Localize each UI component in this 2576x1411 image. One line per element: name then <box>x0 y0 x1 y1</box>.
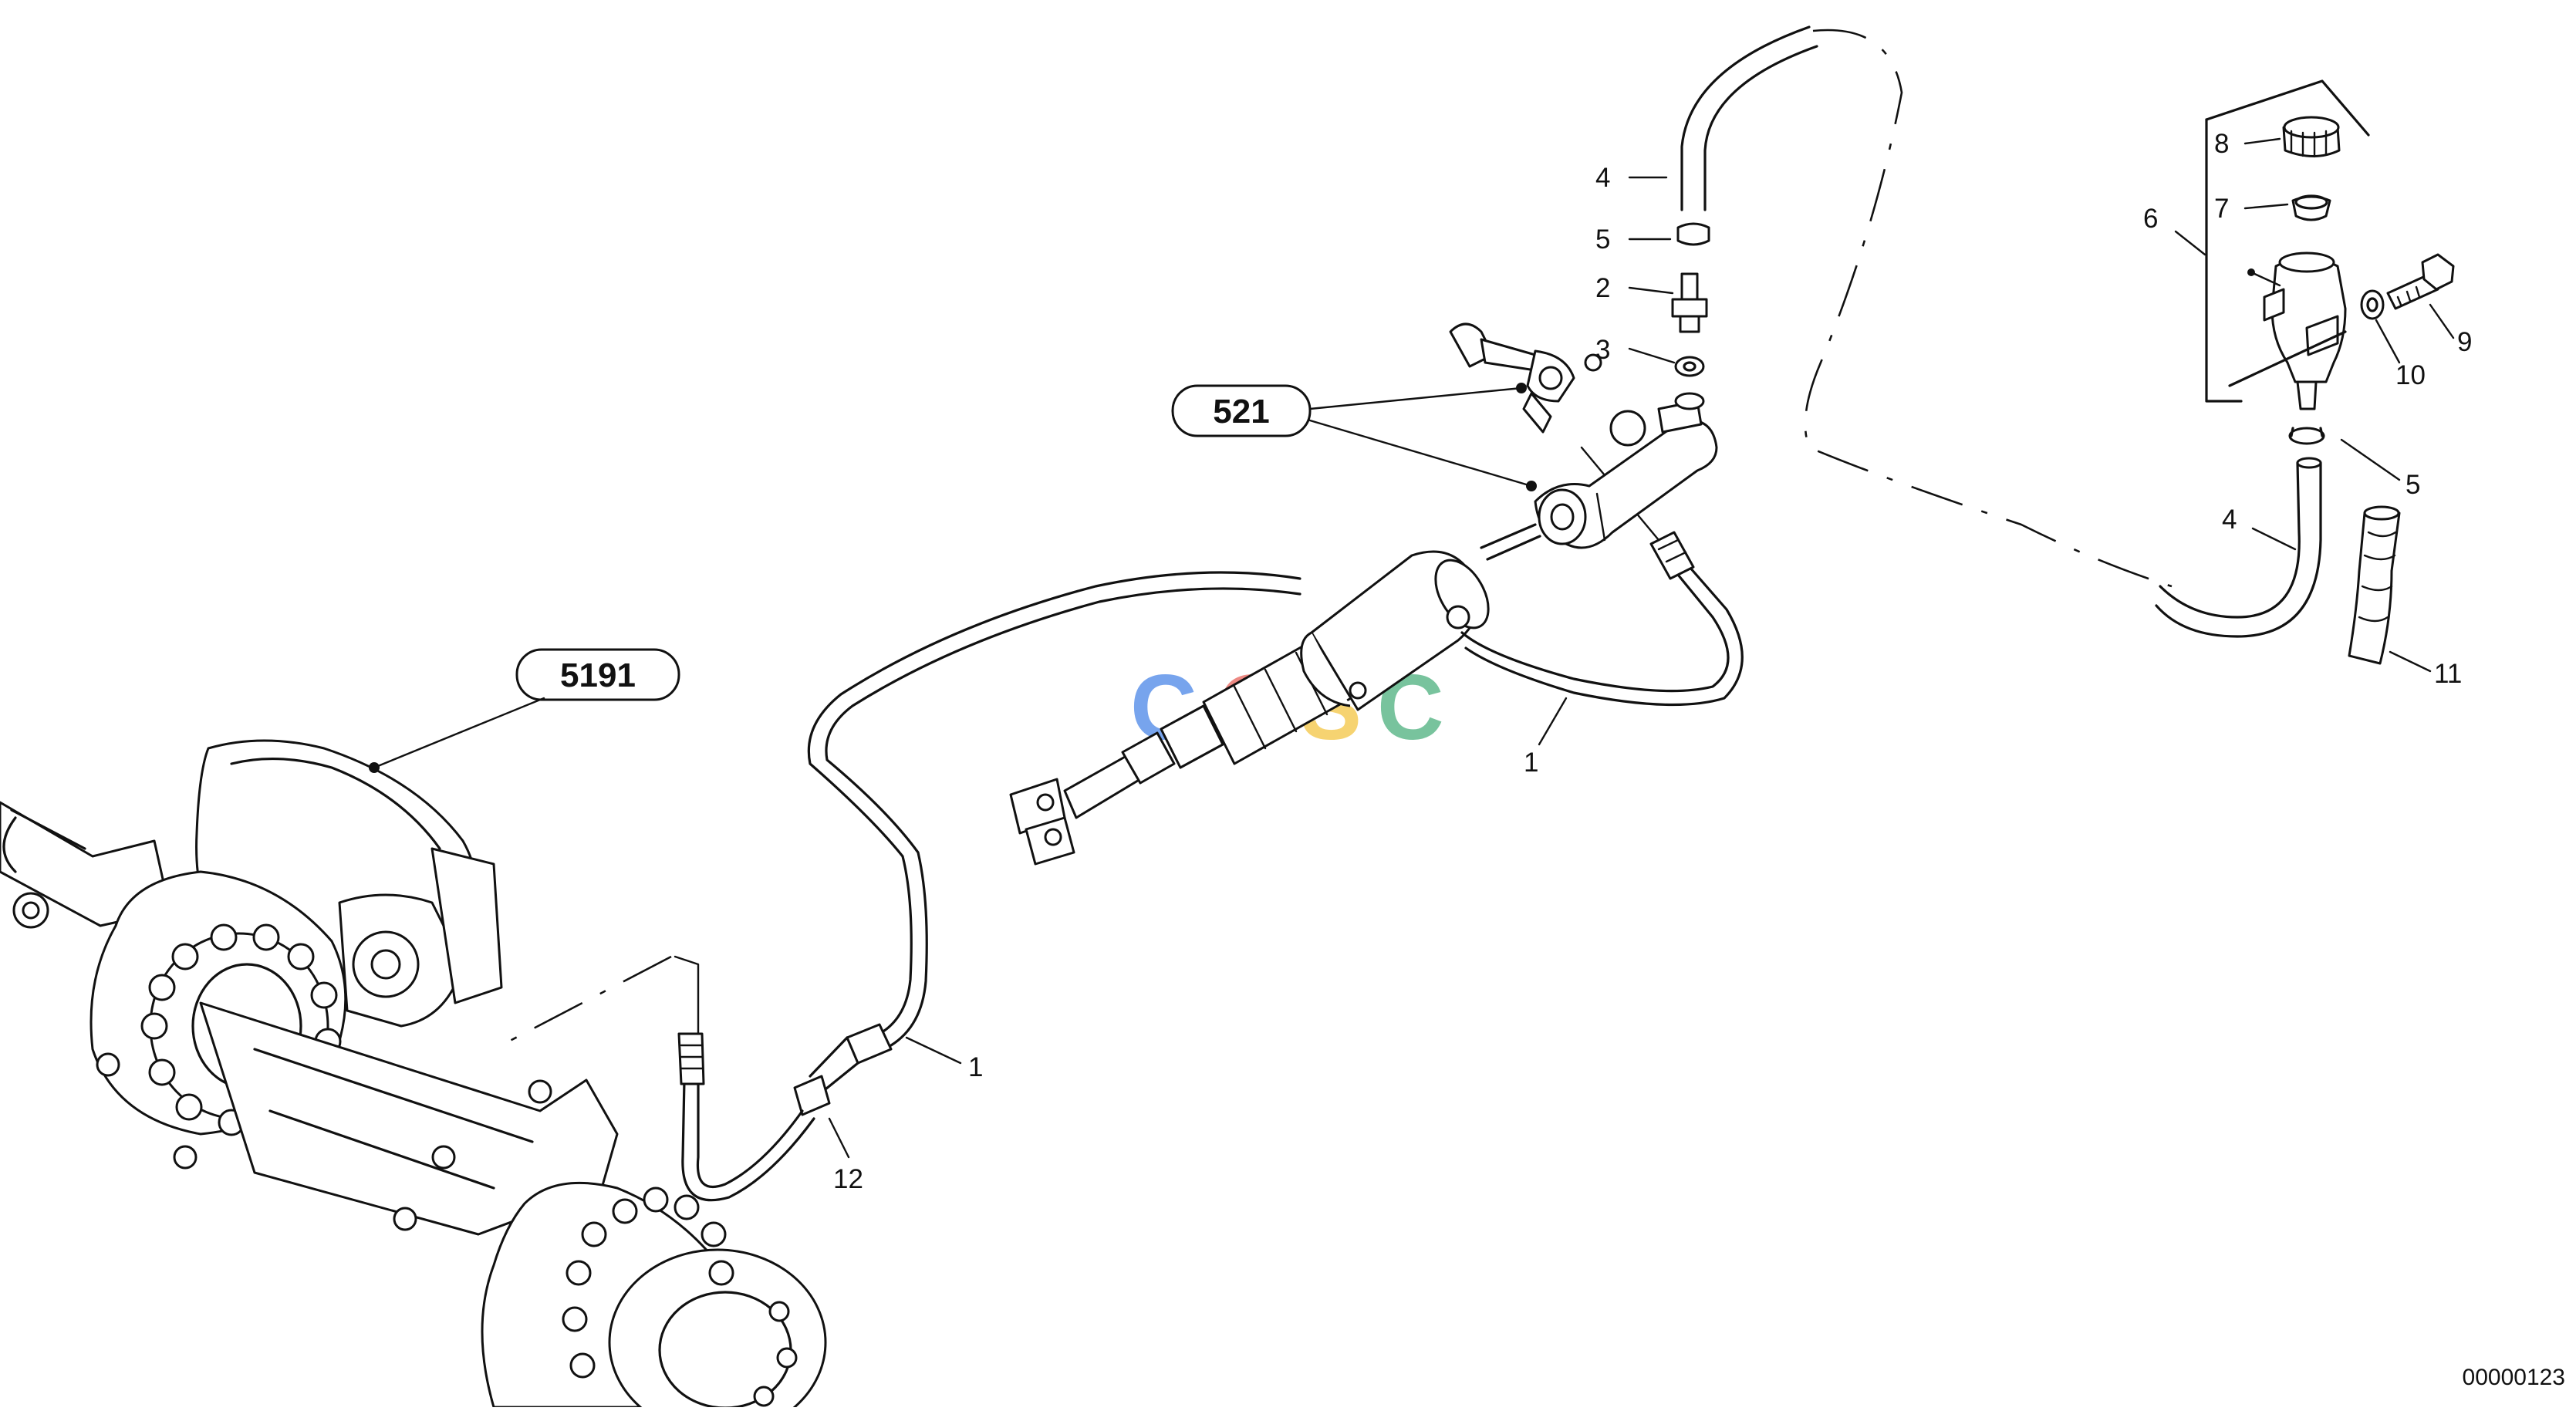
reservoir-assembly <box>2155 79 2455 665</box>
callout-3: 3 <box>1595 335 1610 365</box>
hub-bolts <box>562 1187 798 1407</box>
callout-4-right: 4 <box>2222 505 2237 535</box>
callout-12: 11 <box>2434 659 2462 689</box>
ref-bubble-521[interactable]: 521 <box>1171 384 1312 437</box>
callouts: 4 5 2 3 1 1 12 8 7 6 9 10 5 <box>828 129 2472 1194</box>
callout-11: 12 <box>833 1164 863 1194</box>
callout-9: 9 <box>2457 327 2472 357</box>
brake-line-left <box>493 571 1302 1202</box>
upper-hose <box>1671 25 2173 588</box>
callout-1-right: 1 <box>1524 748 1538 778</box>
leader-5191-dot <box>369 762 380 773</box>
leader-521-a <box>1308 387 1523 410</box>
callout-4-top: 4 <box>1595 163 1610 193</box>
leader-521-b <box>1308 419 1533 488</box>
ref-521-label: 521 <box>1213 393 1269 430</box>
callout-8: 8 <box>2214 129 2229 159</box>
ref-5191-label: 5191 <box>560 657 636 694</box>
callout-10: 10 <box>2395 360 2426 390</box>
callout-5-top: 5 <box>1595 224 1610 255</box>
ref-bubble-5191[interactable]: 5191 <box>515 648 680 701</box>
master-cylinder <box>1009 550 1490 866</box>
leader-5191 <box>373 697 545 769</box>
callout-1-left: 1 <box>968 1052 983 1082</box>
callout-2: 2 <box>1595 273 1610 303</box>
callout-6: 6 <box>2143 204 2158 234</box>
brake-valve-assembly <box>1449 322 1718 561</box>
drawing-number: 00000123 <box>2463 1365 2565 1390</box>
callout-5-right: 5 <box>2406 470 2420 500</box>
callout-7: 7 <box>2214 194 2229 224</box>
axle-assembly <box>0 739 827 1411</box>
